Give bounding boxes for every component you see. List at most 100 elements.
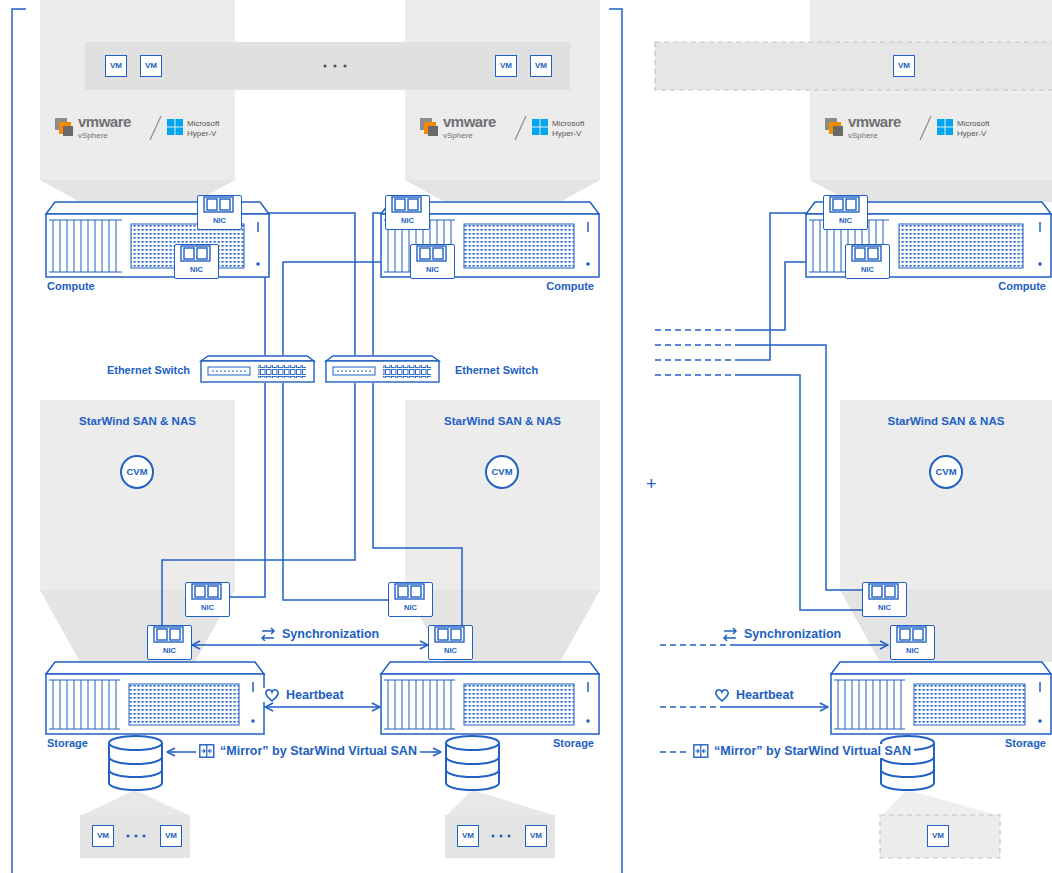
shape-fill (464, 224, 574, 268)
hypervisor-panel: vmwarevSphereMicrosoftHyper-VVMVM (405, 0, 600, 180)
edge-label-text: Synchronization (282, 627, 379, 641)
storage-vm-panel: StarWind SAN & NAS CVM (40, 400, 235, 590)
server-label: Storage (553, 737, 594, 750)
line-stroke (395, 680, 396, 729)
ethernet-switch: Ethernet Switch (325, 355, 570, 383)
shape-fill (899, 224, 1023, 268)
cvm-circle: CVM (120, 455, 154, 489)
line-stroke (660, 706, 720, 708)
grey-panel (40, 0, 1052, 662)
nic-card: NIC (823, 195, 868, 230)
line-stroke (820, 220, 821, 272)
nic-label: NIC (891, 646, 934, 656)
shape-fill (435, 627, 464, 642)
round-shape (1038, 719, 1042, 723)
shape-fill (154, 627, 183, 642)
nic-card: NIC (845, 244, 890, 279)
line-stroke (202, 749, 213, 753)
line-stroke (873, 680, 874, 729)
line-stroke (735, 644, 888, 646)
line-stroke (880, 680, 881, 729)
line-stroke (109, 220, 110, 272)
vm-band (80, 42, 1052, 858)
shape-fill (405, 400, 600, 590)
line-stroke (444, 220, 445, 272)
line-stroke (451, 220, 452, 272)
line-stroke (855, 220, 856, 272)
shape-fill (830, 197, 859, 212)
round-shape (586, 719, 590, 723)
storage-vm-panel: StarWind SAN & NASCVM (840, 400, 1052, 590)
nic-card: NIC (174, 244, 219, 279)
shape-fill (880, 815, 1000, 858)
line-stroke (49, 729, 120, 730)
shape-fill (85, 42, 570, 90)
line-stroke (655, 344, 735, 346)
shape-fill (532, 119, 540, 127)
nic-label: NIC (824, 216, 867, 226)
line-stroke (102, 680, 103, 729)
line-stroke (423, 220, 424, 272)
shape-fill (420, 248, 430, 259)
line-stroke (834, 729, 905, 730)
nic-label: NIC (198, 216, 241, 226)
link-label: “Mirror” by StarWind Virtual SAN (690, 744, 914, 758)
shape-fill (157, 629, 167, 640)
line-stroke (609, 9, 622, 873)
shape-fill (451, 629, 461, 640)
shape-fill (946, 128, 954, 136)
line-stroke (384, 272, 455, 273)
shape-fill (411, 586, 421, 597)
shape-fill (200, 745, 214, 757)
vm-label: VM (161, 831, 181, 841)
nic-label: NIC (175, 265, 218, 275)
shape-fill (167, 128, 175, 136)
nic-label: NIC (148, 646, 191, 656)
line-stroke (735, 375, 862, 610)
line-stroke (809, 220, 889, 221)
line-stroke (326, 356, 439, 361)
line-stroke (416, 680, 417, 729)
link-label-text: “Mirror” by StarWind Virtual SAN (220, 744, 417, 758)
shape-fill (405, 180, 600, 202)
edge-label-text: Heartbeat (286, 688, 344, 702)
line-stroke (116, 220, 117, 272)
panel-title: StarWind SAN & NAS (40, 414, 235, 428)
line-stroke (60, 220, 61, 272)
line-stroke (88, 220, 89, 272)
shape-fill (937, 128, 945, 136)
shape-fill (184, 248, 194, 259)
server-label: Compute (998, 280, 1046, 293)
line-stroke (834, 680, 905, 681)
shape-fill (181, 246, 210, 261)
nic-card: NIC (185, 582, 230, 617)
link-label: Heartbeat (712, 688, 797, 702)
shape-fill (398, 586, 408, 597)
nic-card: NIC (410, 244, 455, 279)
line-stroke (831, 662, 1051, 674)
line-stroke (901, 680, 902, 729)
link-arrow (265, 706, 380, 708)
line-stroke (257, 222, 259, 232)
line-stroke (212, 371, 246, 372)
shape-fill (831, 674, 1051, 734)
line-stroke (827, 220, 828, 272)
line-stroke (49, 220, 122, 221)
vm-label: VM (93, 831, 113, 841)
cvm-circle: CVM (485, 455, 519, 489)
line-stroke (402, 220, 403, 272)
vm-label: VM (106, 61, 126, 71)
shape-fill (129, 684, 239, 725)
shape-fill (176, 128, 184, 136)
line-stroke (806, 202, 1051, 214)
network-wire (167, 213, 888, 752)
line-stroke (67, 680, 68, 729)
switch-label: Ethernet Switch (455, 364, 538, 377)
shape-fill (170, 629, 180, 640)
round-shape (500, 835, 503, 838)
round-shape (586, 262, 590, 266)
shape-fill (381, 674, 599, 734)
server-symbol (45, 660, 265, 735)
shape-fill (176, 119, 184, 127)
